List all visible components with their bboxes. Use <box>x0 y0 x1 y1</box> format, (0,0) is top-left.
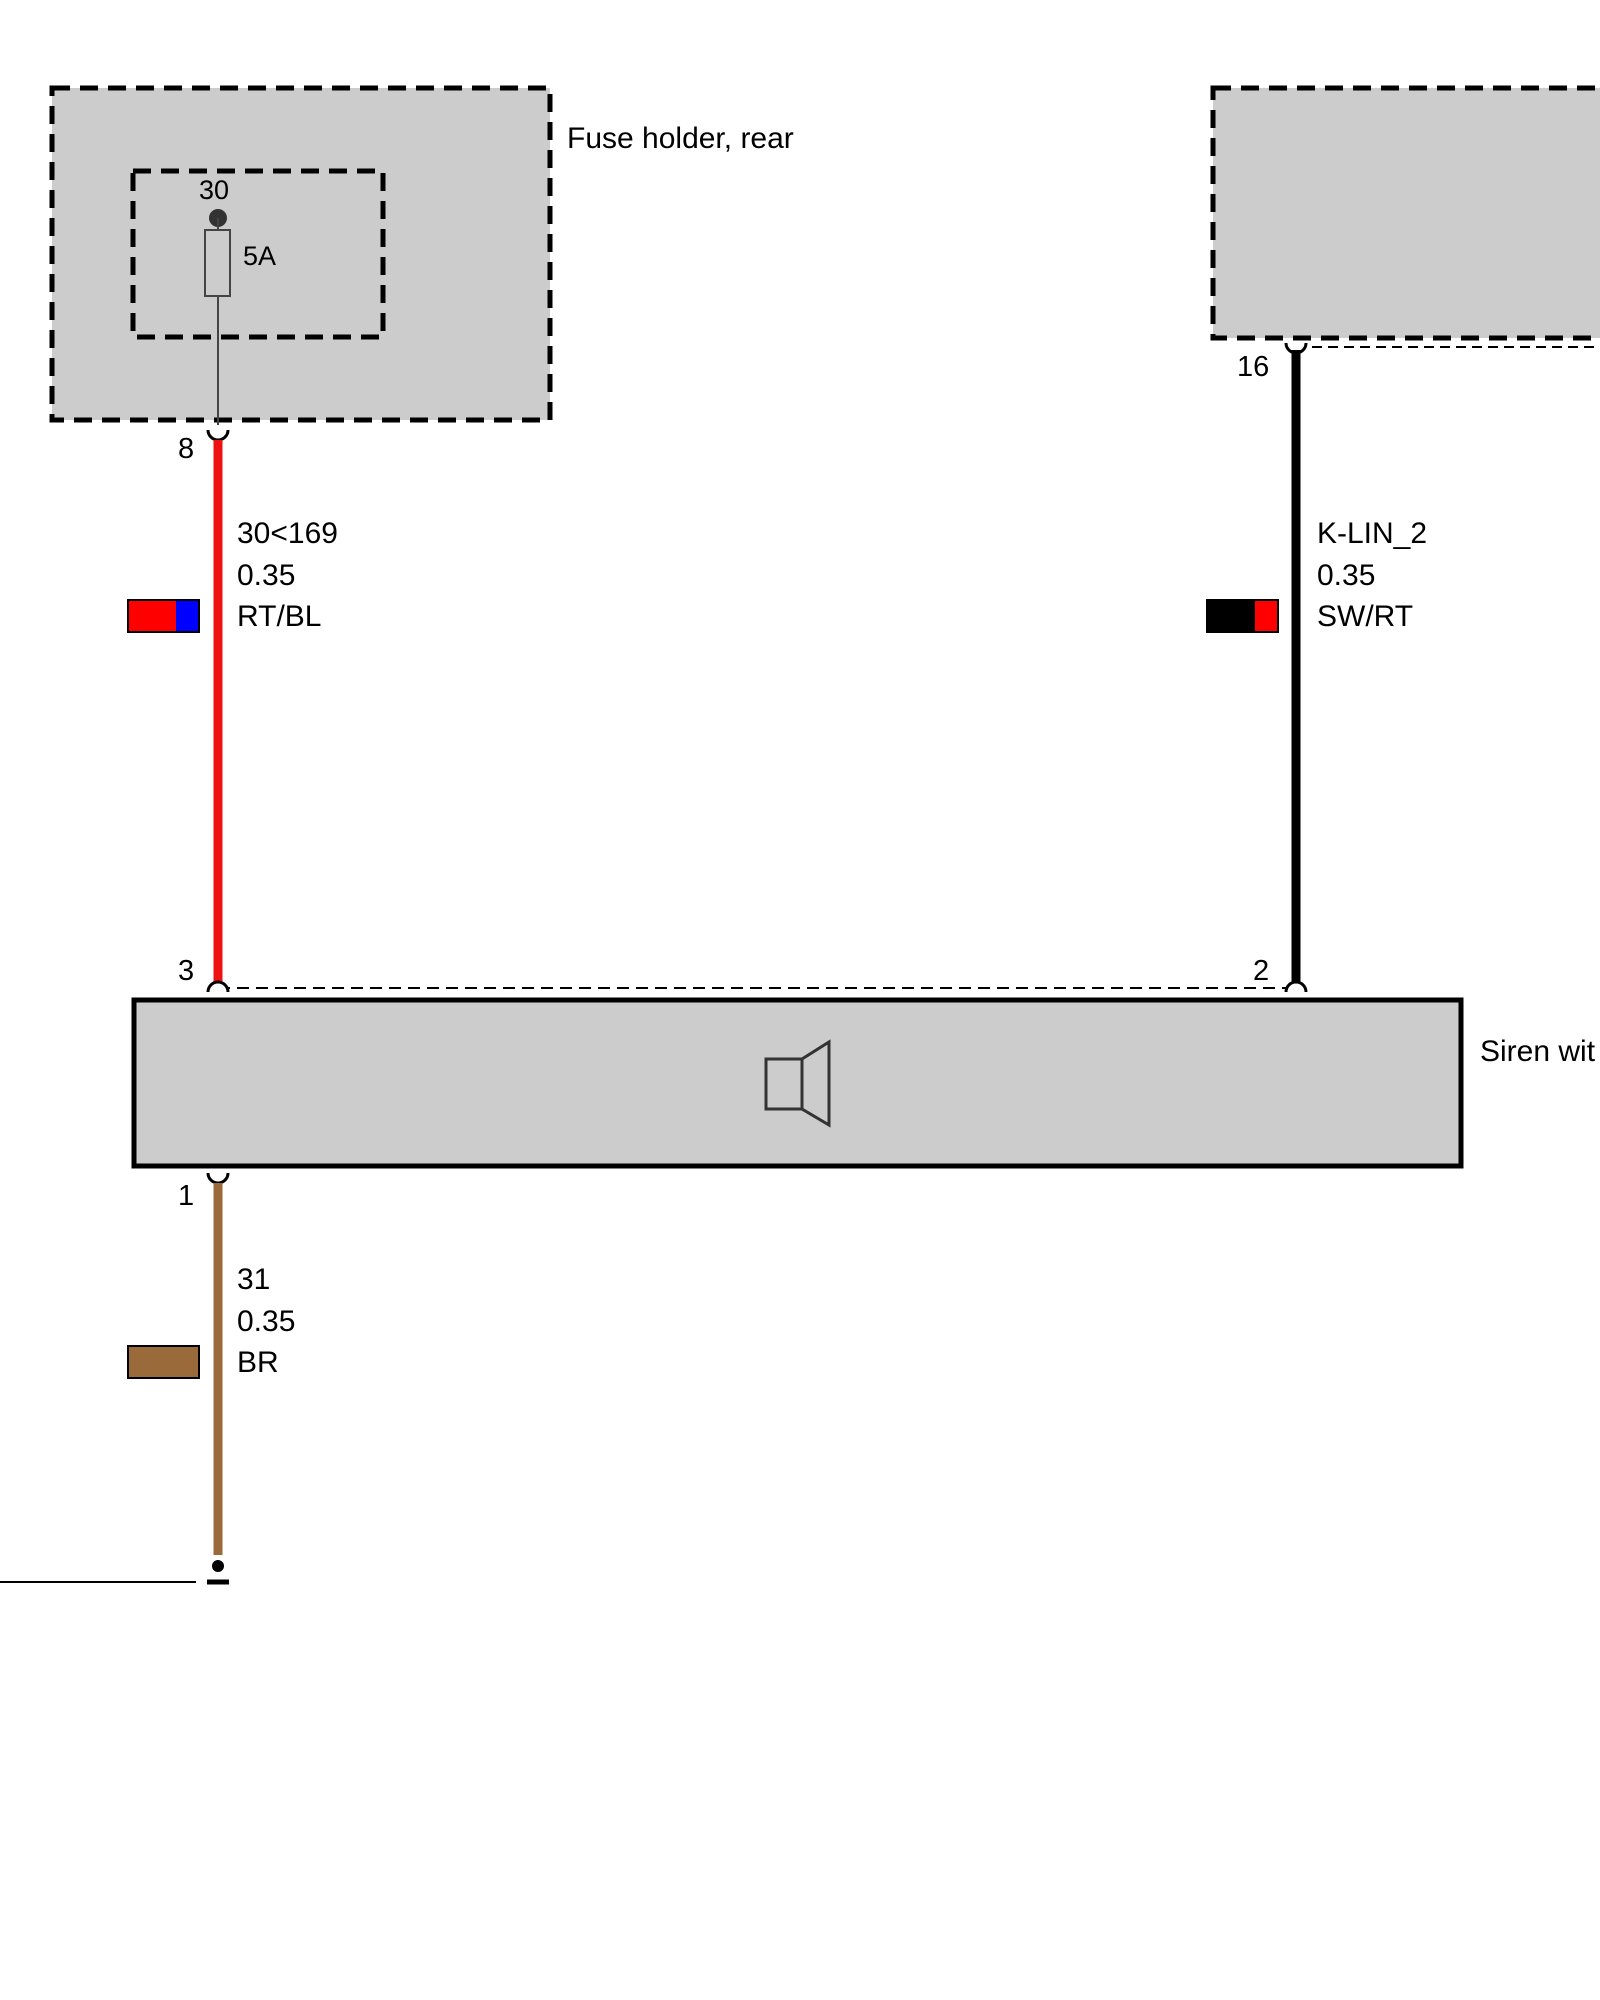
fuse-inner-box <box>130 168 386 340</box>
wire-red-swatch-primary <box>128 600 176 632</box>
wire-black-swatch-stripe <box>1255 600 1278 632</box>
wire-sw-rt: K-LIN_2 0.35 SW/RT <box>1206 350 1427 982</box>
wire-red-swatch-stripe <box>176 600 199 632</box>
siren: 3 2 Siren wit 1 <box>131 955 1596 1212</box>
wire-black-gauge: 0.35 <box>1317 559 1375 592</box>
fuse-holder-label: Fuse holder, rear <box>567 122 794 155</box>
fuse-holder-rear: Fuse holder, rear 30 5A 8 <box>49 85 794 465</box>
wire-br: 31 0.35 BR <box>127 1183 295 1555</box>
wire-black-color-code: SW/RT <box>1317 600 1413 633</box>
connector-pin-3 <box>206 980 230 993</box>
wire-black-signal: K-LIN_2 <box>1317 517 1427 550</box>
wire-black-swatch-primary <box>1207 600 1255 632</box>
wire-red-gauge: 0.35 <box>237 559 295 592</box>
pin-1-label: 1 <box>178 1180 194 1212</box>
wire-brown-gauge: 0.35 <box>237 1305 295 1338</box>
ground-icon <box>0 1556 229 1585</box>
pin-3-label: 3 <box>178 955 194 987</box>
pin-2-label: 2 <box>1253 955 1269 987</box>
connector-pin-2 <box>1284 980 1308 993</box>
siren-label: Siren wit <box>1480 1035 1596 1068</box>
speaker-icon <box>764 1039 831 1128</box>
right-module: 16 <box>1210 85 1600 383</box>
connector-pin-1 <box>206 1172 230 1185</box>
pin-16-label: 16 <box>1237 351 1269 383</box>
wire-red-color-code: RT/BL <box>237 600 321 633</box>
wire-brown-swatch <box>127 1345 200 1379</box>
siren-box <box>131 997 1464 1169</box>
connector-pin-8 <box>206 429 230 442</box>
wire-rt-bl: 30<169 0.35 RT/BL <box>127 440 338 982</box>
pin-8-label: 8 <box>178 433 194 465</box>
right-module-box <box>1210 85 1600 341</box>
wire-brown-color-code: BR <box>237 1346 279 1379</box>
fuse-terminal-label: 30 <box>199 175 229 205</box>
wire-red-signal: 30<169 <box>237 517 338 550</box>
fuse-rating-label: 5A <box>243 241 276 271</box>
wire-brown-signal: 31 <box>237 1263 270 1296</box>
